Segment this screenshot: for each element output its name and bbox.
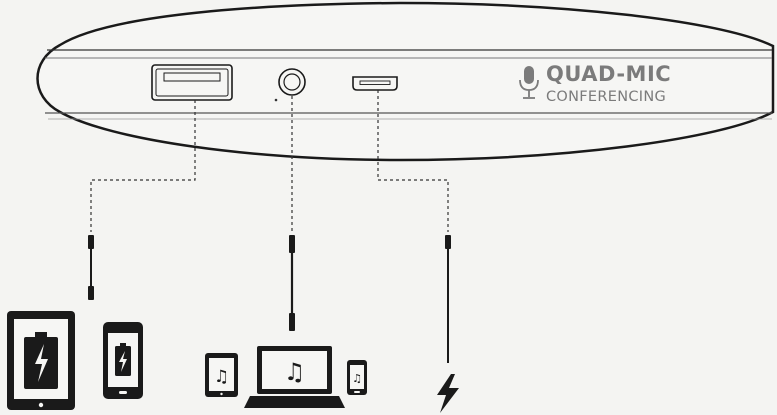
svg-text:♫: ♫ [214,367,229,387]
brand-title: QUAD-MIC [546,62,671,86]
svg-text:♫: ♫ [352,372,362,385]
laptop-music-icon: ♫ [244,346,345,408]
tablet-battery-icon [7,311,75,410]
phone-battery-icon [103,322,143,399]
audio-cable [289,235,295,331]
phone-music-icon: ♫ [347,360,367,395]
power-cable [445,235,451,363]
usb-cable [88,235,94,300]
svg-text:♫: ♫ [284,358,306,386]
speakerphone-device: QUAD-MIC CONFERENCING [38,3,774,160]
tablet-music-icon: ♫ [205,353,238,397]
lightning-bolt-icon [437,374,459,413]
brand-subtitle: CONFERENCING [546,89,666,105]
